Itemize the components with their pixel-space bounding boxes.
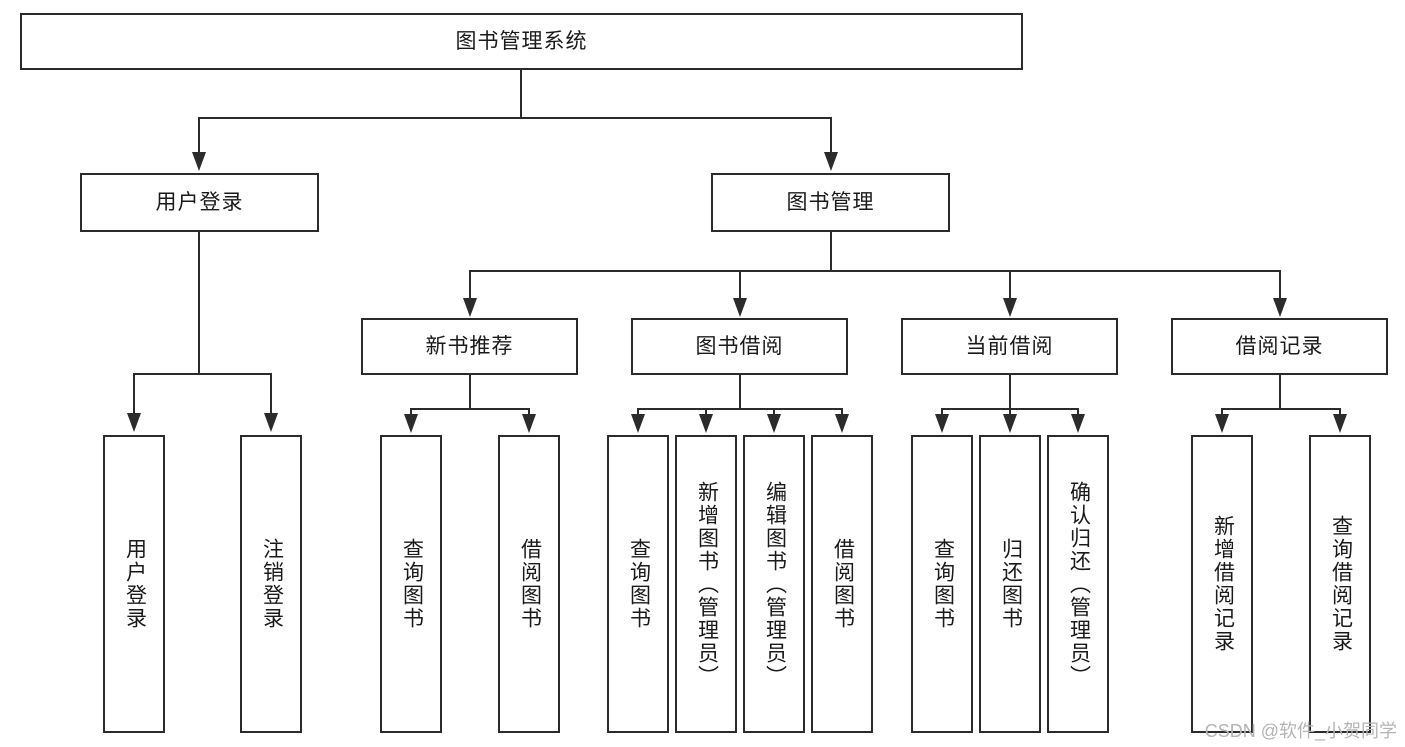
connector-borrow-record-drop-1 — [1221, 408, 1223, 417]
node-new-book-recommend[interactable]: 新书推荐 — [361, 318, 578, 375]
node-label: 用户登录 — [123, 538, 147, 630]
leaf-query-book-current[interactable]: 查询图书 — [911, 435, 973, 733]
node-label: 借阅图书 — [831, 538, 855, 630]
node-label: 查询图书 — [627, 538, 651, 630]
leaf-borrow-book[interactable]: 借阅图书 — [811, 435, 873, 733]
leaf-logout[interactable]: 注销登录 — [240, 435, 302, 733]
node-label: 图书管理 — [786, 191, 875, 214]
node-book-management[interactable]: 图书管理 — [711, 173, 950, 232]
connector-level3-drop-2 — [739, 270, 741, 299]
connector-level3-drop-4 — [1279, 270, 1281, 299]
connector-user-login-drop-1 — [133, 373, 135, 414]
connector-current-borrow-drop-2 — [1009, 408, 1011, 417]
leaf-user-login[interactable]: 用户登录 — [103, 435, 165, 733]
connector-borrow-record-drop-2 — [1339, 408, 1341, 417]
connector-book-borrow-bus — [637, 408, 842, 410]
leaf-query-borrow-record[interactable]: 查询借阅记录 — [1309, 435, 1371, 733]
connector-level3-drop-1 — [469, 270, 471, 299]
leaf-query-book-borrow[interactable]: 查询图书 — [607, 435, 669, 733]
arrow-down-icon — [1273, 298, 1287, 317]
arrow-down-icon — [1333, 414, 1347, 433]
leaf-borrow-book-recommend[interactable]: 借阅图书 — [498, 435, 560, 733]
arrow-down-icon — [767, 414, 781, 433]
connector-book-management-stem — [830, 232, 832, 271]
connector-book-borrow-drop-4 — [841, 408, 843, 417]
arrow-down-icon — [264, 413, 278, 432]
connector-book-borrow-drop-3 — [773, 408, 775, 417]
connector-new-book-recommend-bus — [410, 408, 530, 410]
connector-level2-drop-book-management — [830, 117, 832, 153]
node-label: 新增图书（管理员） — [695, 480, 719, 688]
arrow-down-icon — [522, 414, 536, 433]
connector-level3-drop-3 — [1009, 270, 1011, 299]
node-label: 查询借阅记录 — [1329, 515, 1353, 653]
leaf-edit-book-admin[interactable]: 编辑图书（管理员） — [743, 435, 805, 733]
node-label: 新增借阅记录 — [1211, 515, 1235, 653]
leaf-return-book[interactable]: 归还图书 — [979, 435, 1041, 733]
arrow-down-icon — [631, 414, 645, 433]
arrow-down-icon — [1003, 298, 1017, 317]
node-label: 查询图书 — [931, 538, 955, 630]
connector-current-borrow-stem — [1009, 375, 1011, 409]
node-user-login[interactable]: 用户登录 — [80, 173, 319, 232]
arrow-down-icon — [733, 298, 747, 317]
arrow-down-icon — [699, 414, 713, 433]
leaf-add-book-admin[interactable]: 新增图书（管理员） — [675, 435, 737, 733]
connector-current-borrow-drop-1 — [941, 408, 943, 417]
node-borrow-record[interactable]: 借阅记录 — [1171, 318, 1388, 375]
node-label: 归还图书 — [999, 538, 1023, 630]
arrow-down-icon — [935, 414, 949, 433]
node-label: 借阅记录 — [1235, 335, 1324, 358]
node-label: 编辑图书（管理员） — [763, 480, 787, 688]
connector-new-book-recommend-drop-1 — [410, 408, 412, 417]
arrow-down-icon — [1071, 414, 1085, 433]
arrow-down-icon — [192, 152, 206, 171]
connector-user-login-bus — [133, 373, 272, 375]
connector-borrow-record-bus — [1221, 408, 1341, 410]
connector-root-stem — [520, 70, 522, 118]
connector-user-login-drop-2 — [270, 373, 272, 414]
arrow-down-icon — [824, 152, 838, 171]
connector-book-borrow-stem — [739, 375, 741, 409]
node-label: 注销登录 — [260, 538, 284, 630]
node-label: 当前借阅 — [965, 335, 1054, 358]
node-label: 确认归还（管理员） — [1067, 480, 1091, 688]
arrow-down-icon — [404, 414, 418, 433]
arrow-down-icon — [1215, 414, 1229, 433]
leaf-confirm-return-admin[interactable]: 确认归还（管理员） — [1047, 435, 1109, 733]
connector-book-borrow-drop-2 — [705, 408, 707, 417]
arrow-down-icon — [835, 414, 849, 433]
connector-current-borrow-drop-3 — [1077, 408, 1079, 417]
connector-borrow-record-stem — [1279, 375, 1281, 409]
leaf-add-borrow-record[interactable]: 新增借阅记录 — [1191, 435, 1253, 733]
node-label: 新书推荐 — [425, 335, 514, 358]
connector-level2-drop-user-login — [198, 117, 200, 153]
node-root-book-management-system[interactable]: 图书管理系统 — [20, 13, 1023, 70]
arrow-down-icon — [127, 413, 141, 432]
connector-book-borrow-drop-1 — [637, 408, 639, 417]
connector-level3-bus — [469, 270, 1280, 272]
node-label: 查询图书 — [400, 538, 424, 630]
arrow-down-icon — [463, 298, 477, 317]
node-current-borrow[interactable]: 当前借阅 — [901, 318, 1118, 375]
connector-level2-bus — [198, 117, 832, 119]
node-book-borrow[interactable]: 图书借阅 — [631, 318, 848, 375]
node-label: 借阅图书 — [518, 538, 542, 630]
arrow-down-icon — [1003, 414, 1017, 433]
node-label: 图书管理系统 — [455, 30, 588, 53]
connector-new-book-recommend-drop-2 — [528, 408, 530, 417]
leaf-query-book-recommend[interactable]: 查询图书 — [380, 435, 442, 733]
node-label: 图书借阅 — [695, 335, 784, 358]
connector-user-login-stem — [198, 232, 200, 374]
node-label: 用户登录 — [155, 191, 244, 214]
connector-new-book-recommend-stem — [469, 375, 471, 409]
